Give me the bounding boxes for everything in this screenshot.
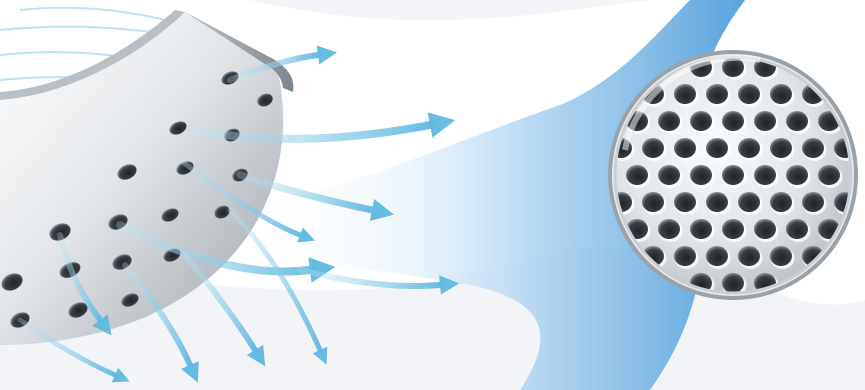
disc-hole <box>674 138 696 158</box>
disc-hole <box>690 111 712 131</box>
disc-hole <box>658 165 680 185</box>
disc-hole <box>754 219 776 239</box>
arrow-head <box>428 112 456 137</box>
disc-hole <box>722 219 744 239</box>
disc-hole <box>802 138 824 158</box>
disc-hole <box>674 84 696 104</box>
magnified-disc <box>608 50 859 300</box>
disc-hole <box>738 246 760 266</box>
disc-hole <box>722 273 744 293</box>
disc-hole <box>706 246 728 266</box>
disc-hole <box>738 138 760 158</box>
disc-hole <box>754 165 776 185</box>
disc-hole <box>626 165 648 185</box>
disc-hole <box>706 192 728 212</box>
disc-hole <box>674 192 696 212</box>
disc-hole <box>674 246 696 266</box>
disc-hole <box>722 111 744 131</box>
disc-hole <box>658 219 680 239</box>
disc-hole <box>706 138 728 158</box>
disc-hole <box>754 111 776 131</box>
disc-hole <box>818 165 840 185</box>
disc-hole <box>770 192 792 212</box>
disc-hole <box>786 219 808 239</box>
disc-hole <box>770 246 792 266</box>
arrow-head <box>317 45 337 64</box>
disc-hole <box>642 138 664 158</box>
disc-hole <box>738 84 760 104</box>
disc-hole <box>690 165 712 185</box>
disc-hole <box>770 84 792 104</box>
disc-hole <box>658 111 680 131</box>
disc-hole <box>722 165 744 185</box>
disc-hole <box>690 219 712 239</box>
disc-hole <box>738 192 760 212</box>
background-swirl-upper <box>250 0 650 20</box>
disc-hole <box>642 192 664 212</box>
disc-hole <box>706 84 728 104</box>
disc-hole <box>786 165 808 185</box>
disc-hole <box>802 192 824 212</box>
disc-hole <box>786 111 808 131</box>
disc-hole <box>770 138 792 158</box>
